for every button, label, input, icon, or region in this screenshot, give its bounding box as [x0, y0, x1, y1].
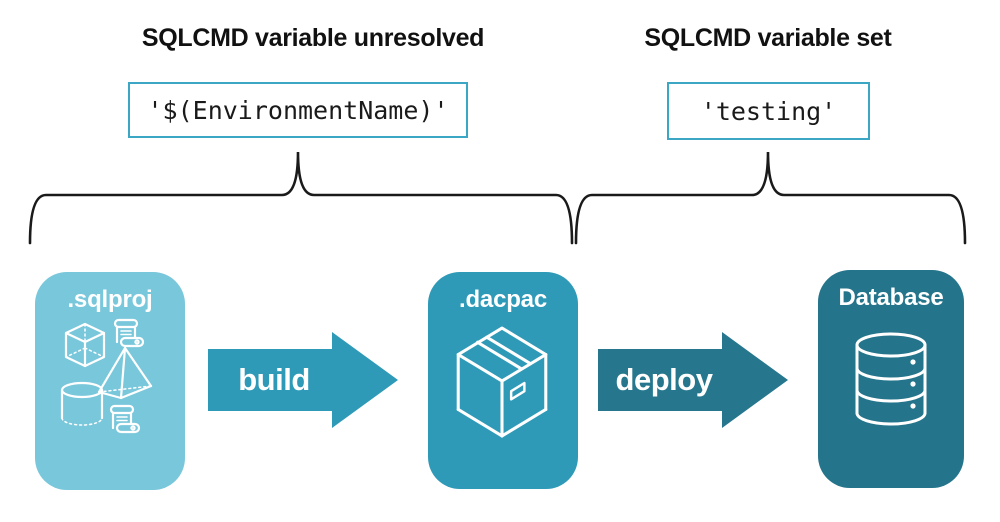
cube-icon: [64, 322, 106, 368]
code-text-environment-variable: '$(EnvironmentName)': [147, 95, 449, 125]
build-arrow-shape: [208, 332, 398, 428]
build-arrow: build: [208, 332, 398, 428]
code-box-testing-value: 'testing': [667, 82, 870, 140]
stage-sqlproj: .sqlproj: [35, 272, 185, 490]
build-arrow-label: build: [238, 362, 310, 397]
stage-sqlproj-label: .sqlproj: [67, 286, 153, 313]
deploy-arrow-shape: [598, 332, 788, 428]
sql-objects-icon: [60, 318, 153, 434]
heading-unresolved: SQLCMD variable unresolved: [141, 24, 485, 52]
cylinder-icon: [60, 381, 104, 426]
script-scroll-icon: [113, 318, 145, 348]
deploy-arrow: deploy: [598, 332, 788, 428]
code-text-testing-value: 'testing': [700, 96, 837, 126]
stage-dacpac: .dacpac: [428, 272, 578, 489]
deploy-arrow-label: deploy: [615, 362, 713, 397]
code-box-environment-variable: '$(EnvironmentName)': [128, 82, 468, 138]
heading-set: SQLCMD variable set: [644, 24, 892, 52]
script-scroll-icon: [109, 404, 141, 434]
stage-database: Database: [818, 270, 964, 488]
pyramid-icon: [97, 346, 153, 400]
stage-database-label: Database: [838, 284, 944, 311]
package-box-icon: [456, 326, 548, 438]
database-cylinder-icon: [855, 332, 927, 426]
stage-dacpac-label: .dacpac: [459, 286, 547, 313]
